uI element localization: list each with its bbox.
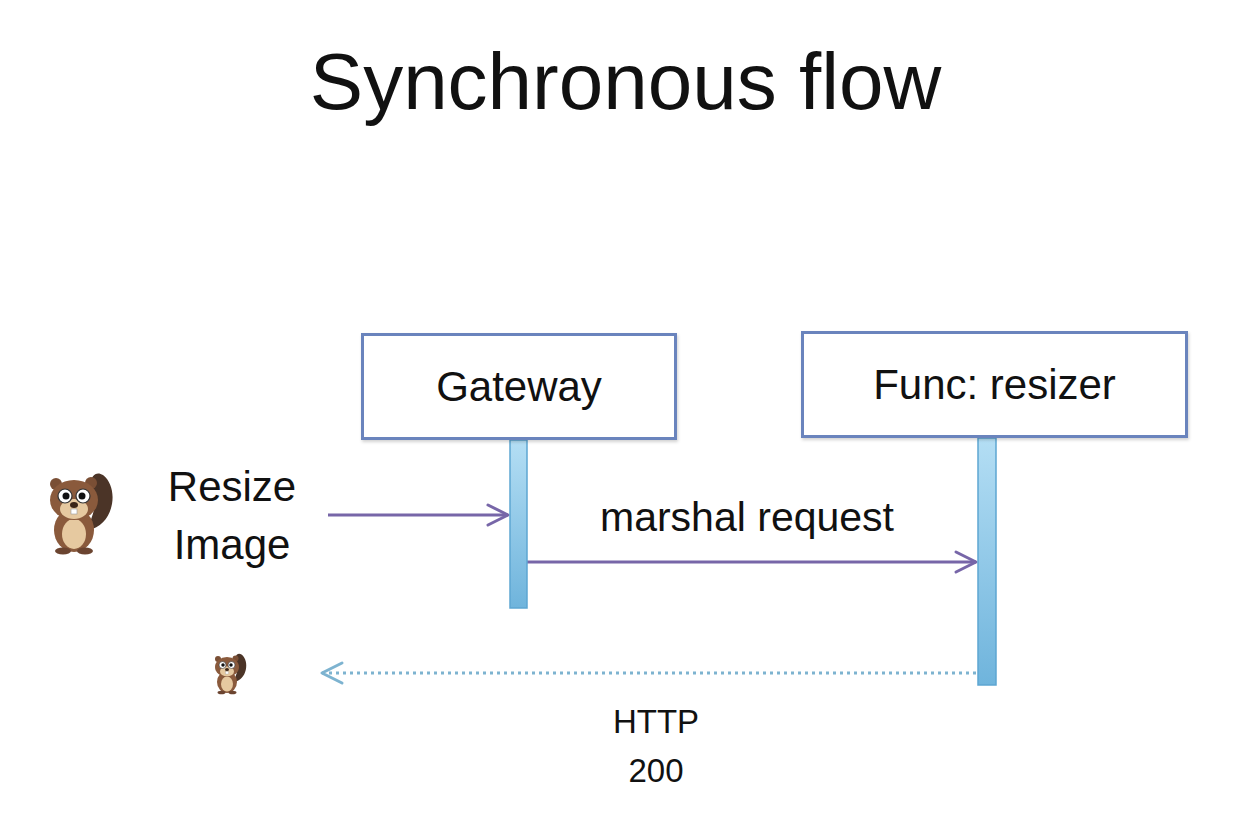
message-label: HTTP 200 [600,697,712,795]
message-arrow [518,440,976,562]
participant-box: Func: resizer [801,331,1188,438]
message-label: Resize Image [146,458,318,574]
activation-bar [510,440,527,608]
participant-box: Gateway [361,333,677,440]
participant-name: Gateway [436,362,602,412]
request-arrow [328,514,508,517]
gopher-mascot [50,473,113,554]
response-arrow [322,672,976,675]
edge-label: marshal request [600,492,894,542]
participant-name: Func: resizer [873,360,1116,410]
gopher-mascot-small [215,654,246,695]
activation-bar [978,438,996,685]
diagram-title: Synchronous flow [0,38,1251,126]
